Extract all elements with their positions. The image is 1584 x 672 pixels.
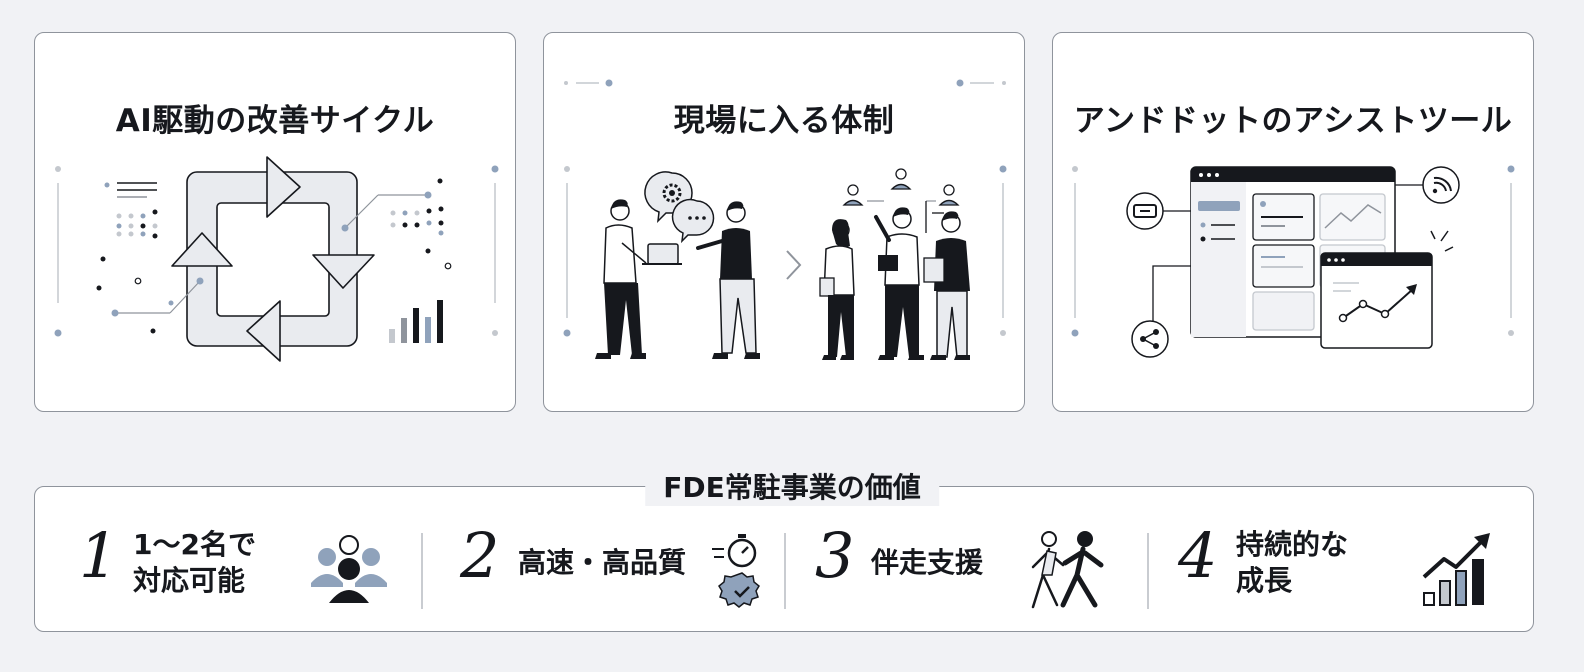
value-divider <box>421 533 423 609</box>
card-title: 現場に入る体制 <box>673 103 895 139</box>
value-divider <box>1147 533 1149 609</box>
value-panel-title: FDE常駐事業の価値 <box>645 466 939 506</box>
assist-tool-illustration <box>1071 165 1515 358</box>
value-number: 2 <box>460 519 500 592</box>
team-icon <box>311 535 387 603</box>
growth-chart-icon <box>1422 533 1490 606</box>
value-item-3: 3 伴走支援 <box>785 487 1147 633</box>
value-number: 1 <box>79 519 119 592</box>
value-item-2: 2 高速・高品質 <box>422 487 784 633</box>
card-title: AI駆動の改善サイクル <box>115 103 435 139</box>
value-item-1: 1 1〜2名で 対応可能 <box>35 487 421 633</box>
value-divider <box>784 533 786 609</box>
value-panel: 1 1〜2名で 対応可能 2 高速・高品質 3 伴走支援 <box>34 486 1534 632</box>
value-label: 伴走支援 <box>871 546 984 579</box>
value-label: 1〜2名で 対応可能 <box>133 528 256 597</box>
value-label: 高速・高品質 <box>518 546 687 579</box>
improvement-cycle-illustration <box>54 156 499 362</box>
value-item-4: 4 持続的な 成長 <box>1148 487 1534 633</box>
card-title: アンドドットのアシストツール <box>1073 103 1513 139</box>
onsite-team-illustration <box>563 79 1007 360</box>
card-assist-tool: アンドドットのアシストツール <box>1052 32 1534 412</box>
walking-together-icon <box>1031 531 1104 609</box>
card-onsite-team: 現場に入る体制 <box>543 32 1025 412</box>
value-number: 4 <box>1178 519 1218 592</box>
stopwatch-quality-icon <box>712 534 760 608</box>
value-number: 3 <box>815 519 855 592</box>
value-label: 持続的な 成長 <box>1236 528 1349 597</box>
card-improvement-cycle: AI駆動の改善サイクル <box>34 32 516 412</box>
